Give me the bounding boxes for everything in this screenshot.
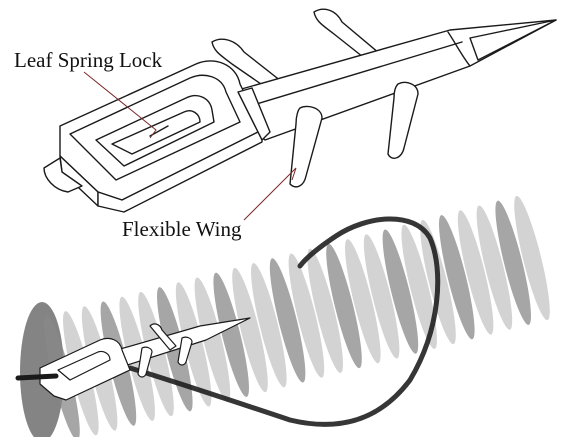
front-wing-left xyxy=(289,105,323,188)
inserted-device-wing-2 xyxy=(177,336,193,366)
coil-ring xyxy=(457,210,494,335)
inserted-device-wing-1 xyxy=(137,346,153,378)
shaft-edge xyxy=(249,41,463,107)
coil-ring xyxy=(269,258,306,383)
coil-ring xyxy=(476,205,513,330)
coil-ring xyxy=(232,267,268,393)
coil-ring xyxy=(439,215,475,340)
coil-ring xyxy=(288,253,325,378)
coil-ring xyxy=(495,200,531,325)
coil-ring xyxy=(326,243,362,369)
enlarged-device xyxy=(43,8,557,213)
device-tip xyxy=(469,19,557,61)
coil-ring xyxy=(307,248,343,373)
leaf-spring-lock-label: Leaf Spring Lock xyxy=(14,48,163,72)
coil-ring xyxy=(401,224,437,349)
coil-ring xyxy=(251,263,287,388)
clip-front-nub xyxy=(43,157,83,193)
inserted-device xyxy=(39,317,251,401)
coil-ring xyxy=(382,229,419,354)
coil-ring xyxy=(345,239,381,364)
suture-thread xyxy=(127,216,441,427)
flexible-wing-label: Flexible Wing xyxy=(122,217,242,241)
clip-lower-plate xyxy=(97,129,263,213)
coil-ring xyxy=(514,195,550,321)
leader-lines xyxy=(83,71,297,221)
coil-rings xyxy=(44,195,550,437)
coil-ring xyxy=(213,272,249,397)
shaft-seam xyxy=(447,31,471,67)
shaft-collar xyxy=(237,87,271,141)
coil-ring xyxy=(194,277,231,402)
thread-end xyxy=(15,373,59,381)
coil-ring xyxy=(363,234,400,359)
inserted-device-back-wing xyxy=(149,323,177,351)
leader-line-wing xyxy=(243,167,297,221)
front-wing-right xyxy=(387,81,419,159)
leader-line-leaf xyxy=(83,71,157,139)
inserted-device-slot xyxy=(57,350,111,381)
